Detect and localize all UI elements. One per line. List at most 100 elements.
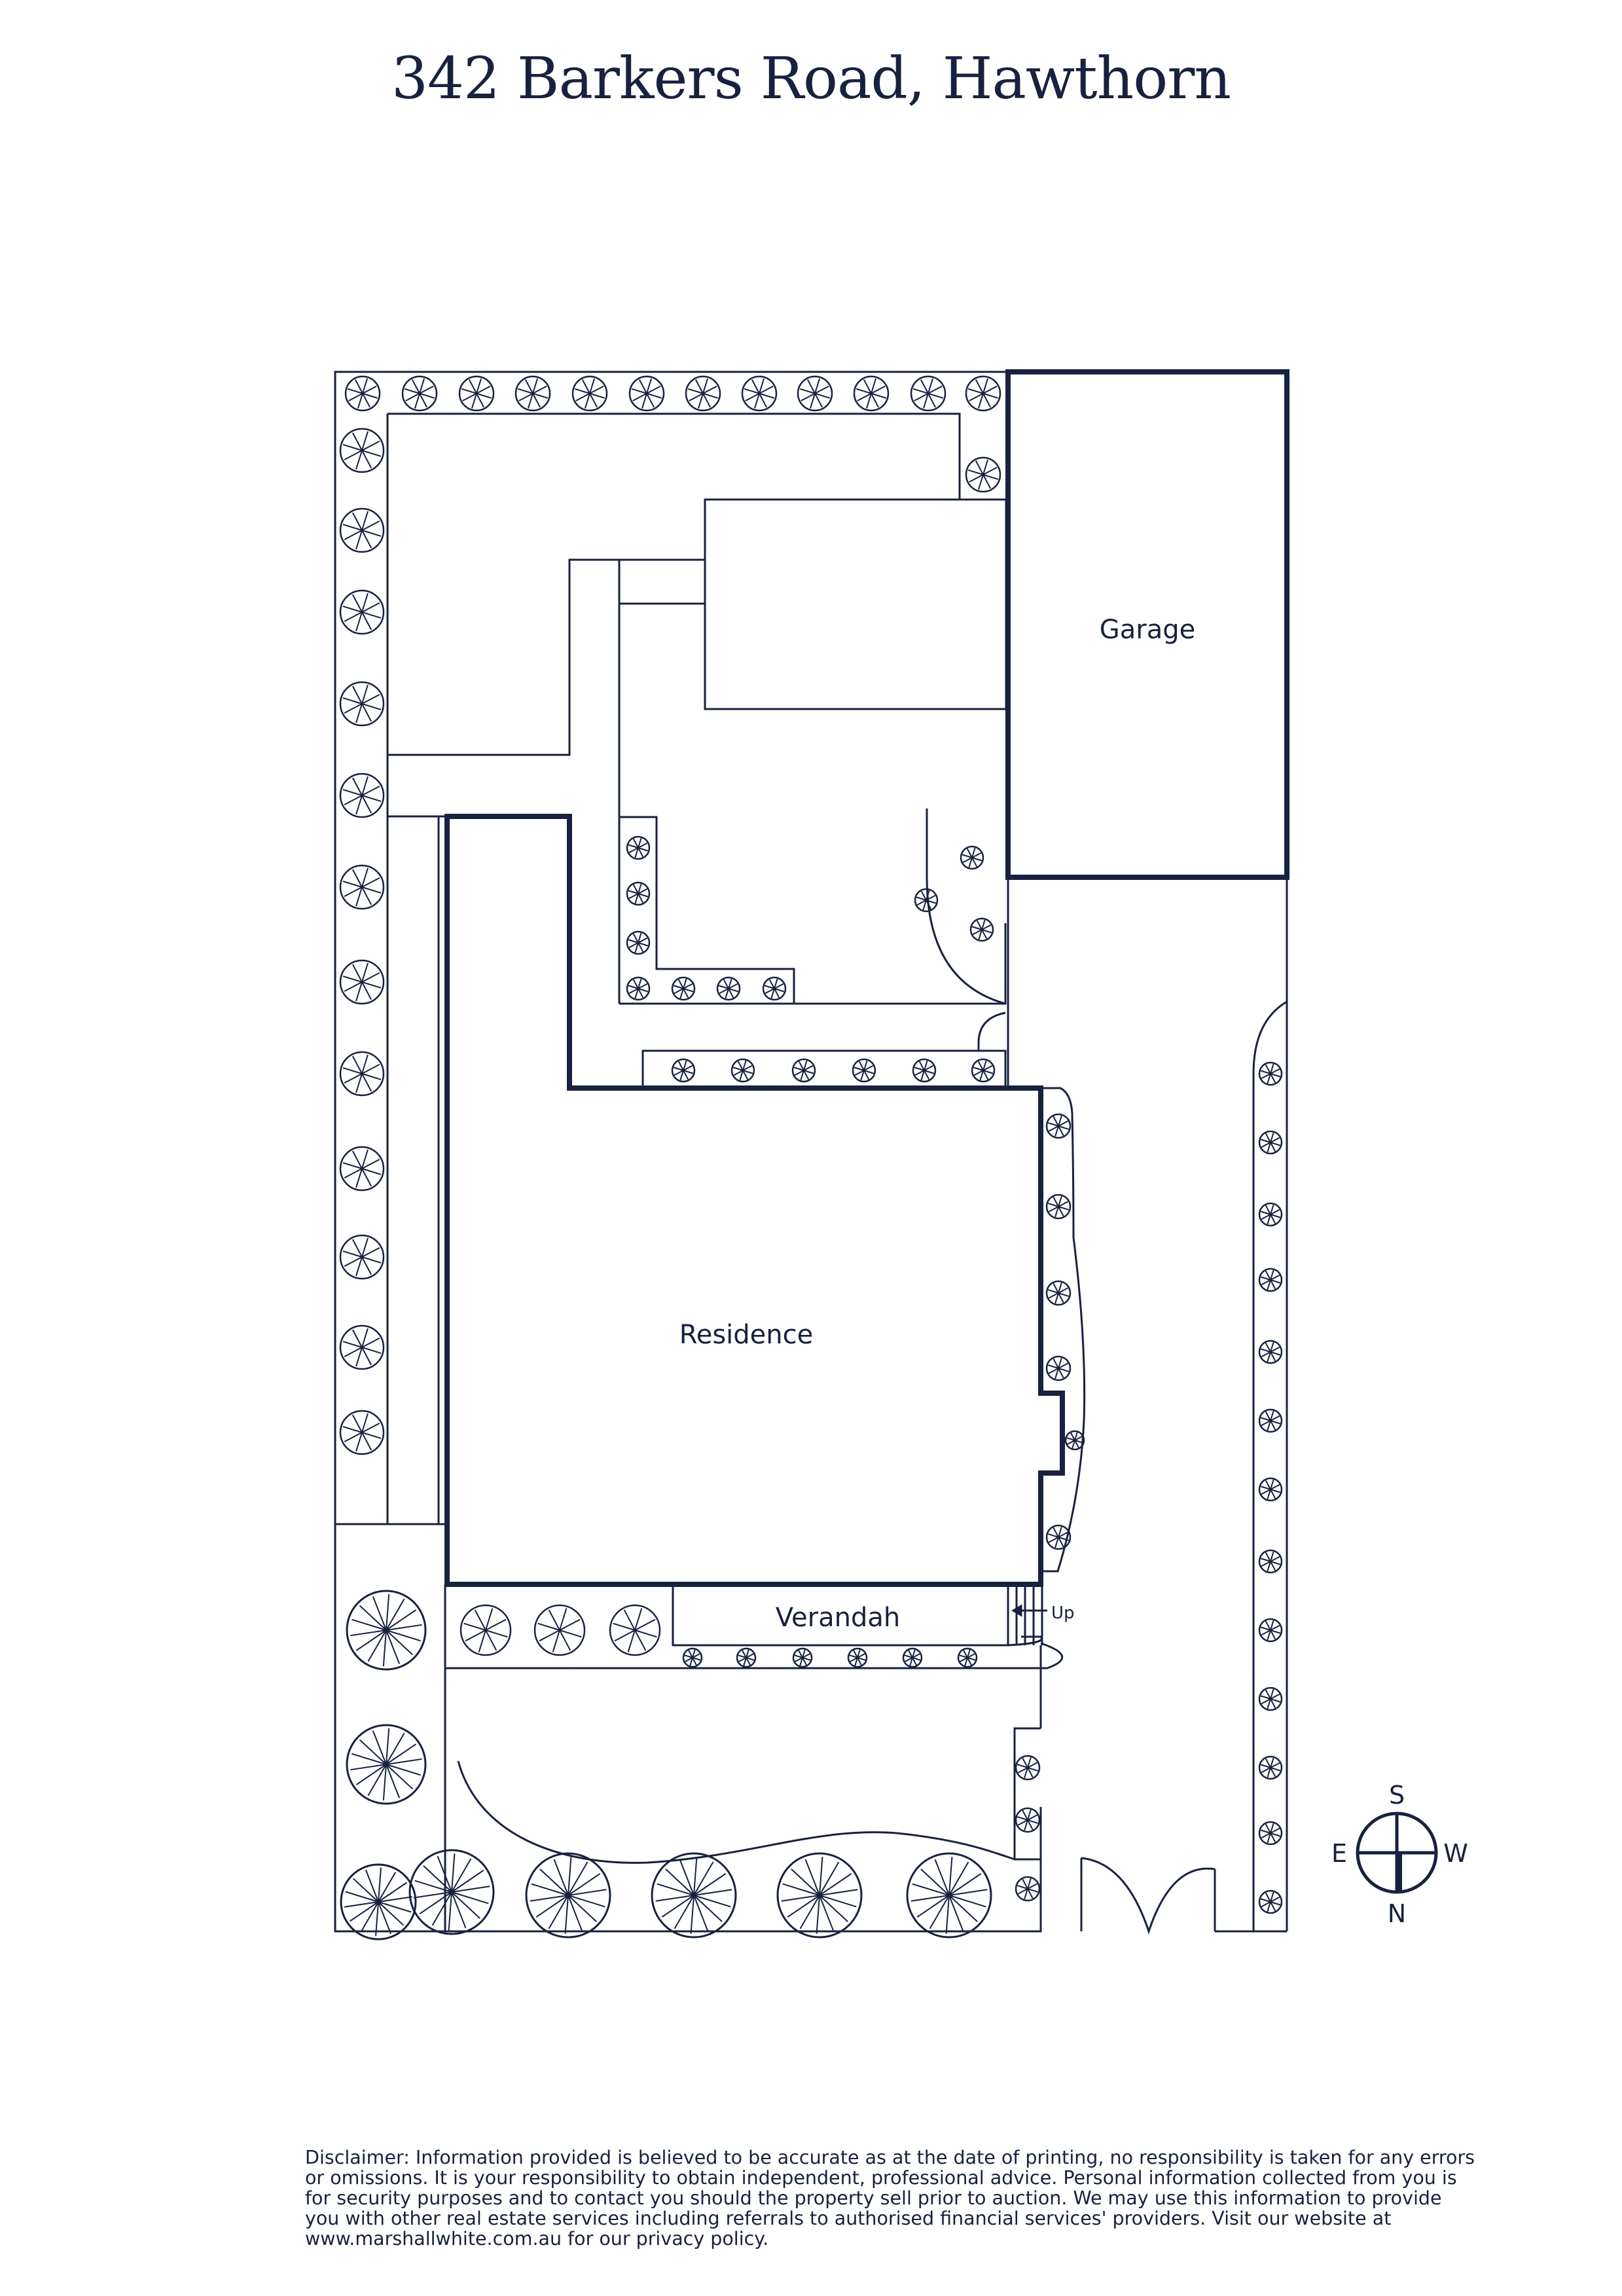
tree-icon [525, 1852, 611, 1939]
shrub-icon [716, 976, 741, 1001]
shrub-icon [685, 375, 721, 412]
shrub-icon [1064, 1430, 1085, 1451]
shrub-icon [1258, 1889, 1283, 1914]
tree-icon [776, 1852, 863, 1939]
rear-room [704, 498, 1007, 710]
shrub-icon [965, 375, 1001, 412]
shrub-icon [1045, 1113, 1072, 1139]
shrub-icon [626, 930, 651, 955]
shrub-icon [458, 375, 495, 412]
residence-label: Residence [679, 1320, 814, 1350]
tree-icon [906, 1852, 992, 1939]
arrow-left-icon [1011, 1604, 1047, 1617]
shrub-icon [1258, 1339, 1283, 1364]
garage-outline [1005, 369, 1289, 880]
shrub-icon [626, 835, 651, 860]
shrub-icon [1045, 1524, 1072, 1550]
shrub-icon [792, 1647, 813, 1668]
shrub-icon [671, 976, 696, 1001]
shrub-icon [626, 976, 651, 1001]
residence-outline [444, 814, 1065, 1587]
shrub-icon [971, 1058, 996, 1083]
shrub-icon [339, 1234, 385, 1280]
planter-rear-house [641, 1049, 1007, 1089]
shrub-icon [969, 917, 994, 942]
shrub-icon [626, 881, 651, 906]
shrub-icon [902, 1647, 923, 1668]
shrub-icon [339, 864, 385, 910]
shrub-icon [671, 1058, 696, 1083]
verandah-planter [673, 1635, 1043, 1647]
tree-icon [408, 1849, 495, 1935]
tree-group [340, 1590, 992, 1941]
shrub-icon [1258, 1549, 1283, 1574]
garage-label: Garage [1100, 615, 1195, 645]
shrub-icon [460, 1604, 512, 1656]
planter-l [619, 816, 795, 1004]
shrub-icon [1045, 1280, 1072, 1306]
shrub-icon [912, 1058, 937, 1083]
shrub-icon [741, 375, 778, 412]
lot-boundary [334, 371, 1042, 1933]
shrub-icon [514, 375, 551, 412]
shrub-icon [344, 375, 381, 412]
verandah-planter-curve [673, 1642, 1063, 1669]
shrub-icon [339, 1324, 385, 1370]
shrub-icon [791, 1058, 816, 1083]
lawn-edge [457, 1760, 1015, 1864]
rear-step [387, 498, 1005, 756]
shrub-icon [628, 375, 665, 412]
shrub-icon [853, 375, 890, 412]
shrub-icon [736, 1647, 757, 1668]
shrub-icon [1045, 1355, 1072, 1381]
shrub-icon [852, 1058, 876, 1083]
shrub-icon [960, 845, 984, 870]
compass-icon [1356, 1812, 1438, 1894]
shrub-icon [1258, 1202, 1283, 1227]
shrub-icon [339, 507, 385, 553]
shrub-icon [1258, 1061, 1283, 1086]
tree-icon [340, 1863, 417, 1941]
tree-icon [346, 1724, 427, 1805]
tree-icon [346, 1590, 427, 1671]
shrub-icon [533, 1604, 586, 1656]
shrub-icon [965, 456, 1001, 493]
verandah-label: Verandah [776, 1603, 900, 1633]
shrub-icon [1045, 1194, 1072, 1220]
shrub-icon [847, 1647, 868, 1668]
rear-area [387, 412, 961, 500]
shrub-icon [401, 375, 438, 412]
shrub-icon [609, 1604, 661, 1656]
shrub-icon [1258, 1755, 1283, 1780]
shrub-icon [797, 375, 833, 412]
shrub-icon [1258, 1618, 1283, 1643]
tree-icon [651, 1852, 737, 1939]
shrub-icon [682, 1647, 703, 1668]
shrub-icon [1258, 1408, 1283, 1433]
side-planter [1041, 1087, 1086, 1573]
gate-arc [1080, 1857, 1216, 1935]
shrub-icon [1015, 1755, 1041, 1781]
shrub-icon [339, 589, 385, 635]
compass-east-label: E [1331, 1839, 1347, 1868]
shrub-group [339, 375, 1283, 1914]
stairs-up-label: Up [1051, 1603, 1075, 1623]
shrub-icon [762, 976, 787, 1001]
shrub-icon [339, 773, 385, 818]
compass-west-label: W [1443, 1839, 1468, 1868]
shrub-icon [957, 1647, 978, 1668]
shrub-icon [1258, 1130, 1283, 1155]
shrub-icon [339, 1146, 385, 1192]
shrub-icon [1258, 1686, 1283, 1711]
shrub-icon [730, 1058, 755, 1083]
shrub-icon [914, 888, 939, 913]
court-arc [926, 809, 1006, 1005]
disclaimer-text: Disclaimer: Information provided is beli… [305, 2147, 1475, 2250]
shrub-icon [571, 375, 608, 412]
shrub-icon [339, 681, 385, 727]
shrub-icon [1015, 1807, 1041, 1833]
shrub-icon [339, 1410, 385, 1455]
shrub-icon [339, 959, 385, 1005]
shrub-icon [1258, 1267, 1283, 1292]
